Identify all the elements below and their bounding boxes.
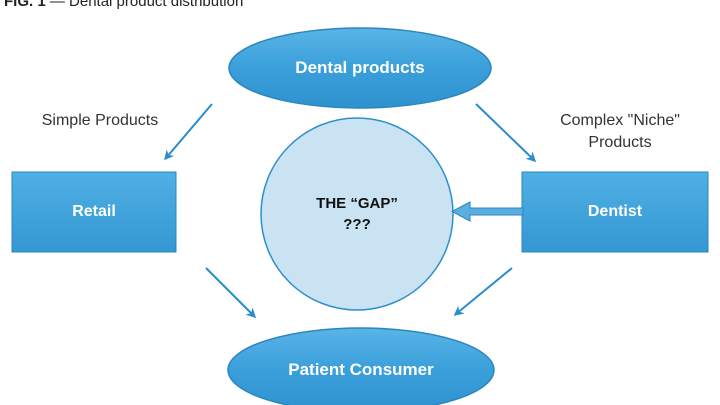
complex-products-label: Complex "Niche" Products bbox=[535, 110, 705, 154]
gap-label: THE “GAP” ??? bbox=[292, 193, 422, 235]
patient-consumer-node bbox=[227, 327, 495, 405]
arrow-dentist-to-consumer bbox=[453, 267, 513, 316]
retail-node bbox=[11, 171, 177, 253]
figure-title: — Dental product distribution bbox=[49, 0, 244, 10]
arrow-retail-to-consumer bbox=[205, 267, 257, 319]
gap-question: ??? bbox=[343, 216, 371, 233]
gap-circle bbox=[260, 117, 454, 311]
complex-products-line1: Complex "Niche" bbox=[560, 112, 680, 129]
gap-title: THE “GAP” bbox=[316, 195, 398, 212]
complex-products-line2: Products bbox=[588, 134, 652, 151]
simple-products-text: Simple Products bbox=[41, 112, 159, 129]
simple-products-label: Simple Products bbox=[20, 110, 180, 132]
arrow-products-to-dentist bbox=[475, 103, 537, 163]
retail-label: Retail bbox=[72, 203, 116, 220]
arrow-dentist-to-gap bbox=[450, 201, 524, 222]
dentist-label: Dentist bbox=[587, 203, 643, 220]
patient-consumer-label: Patient Consumer bbox=[288, 360, 434, 379]
dental-products-label: Dental products bbox=[295, 58, 425, 77]
arrow-products-to-retail bbox=[164, 103, 213, 161]
figure-number: FIG. 1 bbox=[4, 0, 46, 10]
dentist-node bbox=[521, 171, 709, 253]
figure-caption: FIG. 1 — Dental product distribution bbox=[4, 0, 243, 10]
dental-products-node bbox=[228, 27, 492, 109]
